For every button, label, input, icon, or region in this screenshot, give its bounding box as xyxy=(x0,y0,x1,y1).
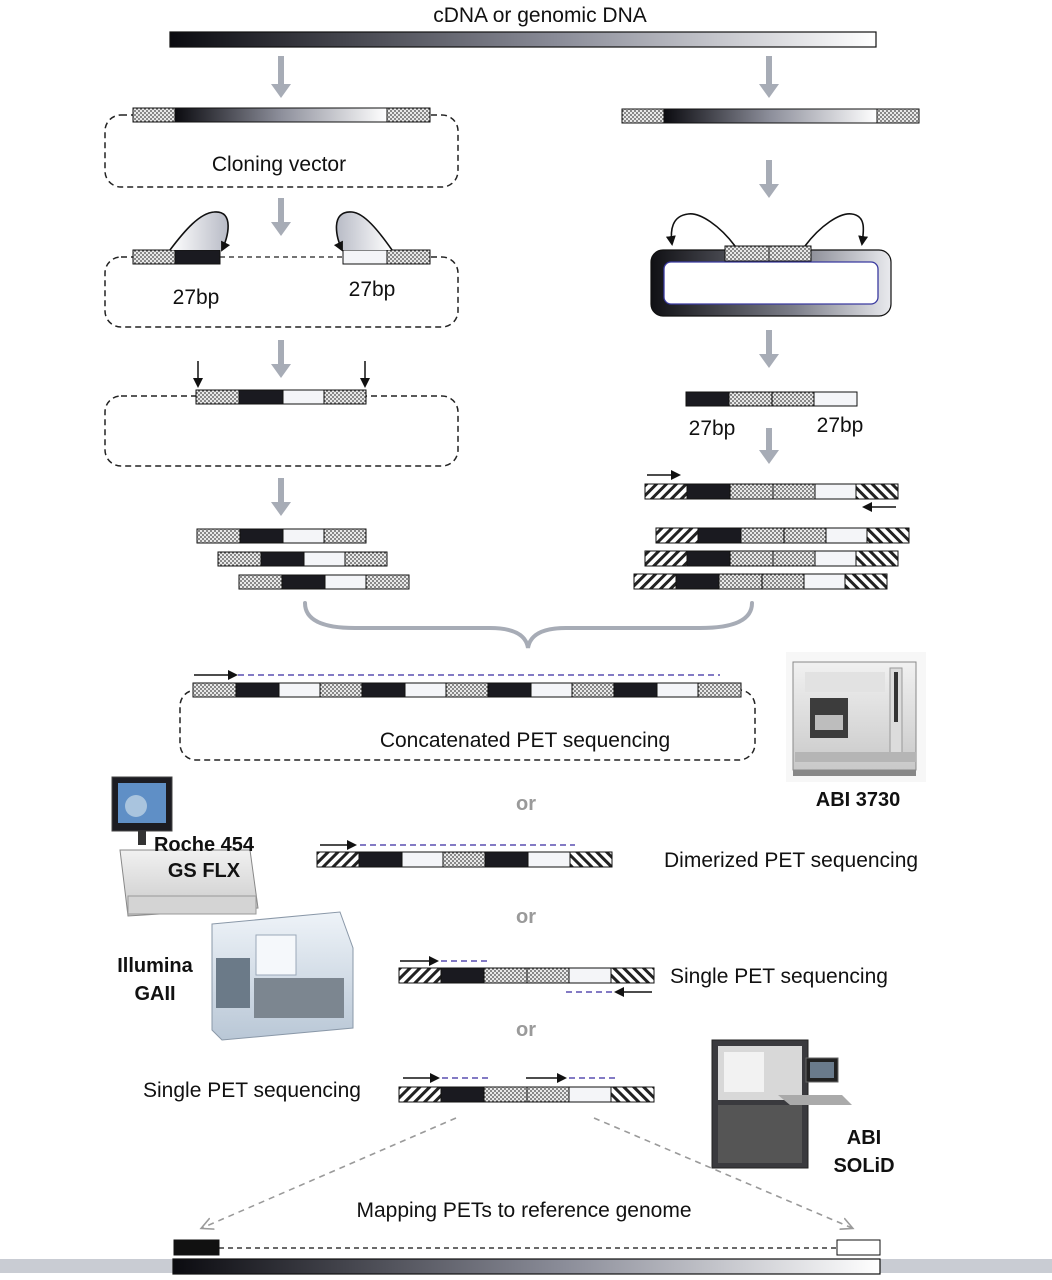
roche-454-instrument: Roche 454 GS FLX xyxy=(111,776,259,917)
mapped-tag-5prime xyxy=(173,1239,220,1256)
process-arrow xyxy=(759,428,779,464)
process-arrow xyxy=(271,56,291,98)
single-pet-label: Single PET sequencing xyxy=(143,1079,361,1102)
pet-fragment xyxy=(238,574,410,590)
reference-genome-bar xyxy=(172,1258,881,1275)
left-pet-fragments xyxy=(196,528,410,590)
tag-length-label: 27bp xyxy=(689,417,736,440)
pet-fragment xyxy=(196,528,367,544)
cut-site-step xyxy=(104,361,459,467)
or-separator: or xyxy=(516,793,536,815)
or-separator: or xyxy=(516,1019,536,1041)
mapping-arrow xyxy=(202,1117,457,1228)
merge-brace xyxy=(303,601,754,649)
abi-solid-instrument: ABI SOLiD xyxy=(711,1039,895,1177)
tag-length-label: 27bp xyxy=(173,286,220,309)
mapping-step: Mapping PETs to reference genome xyxy=(0,1117,1052,1275)
illumina-gaii-label: GAII xyxy=(134,983,175,1005)
right-adapter-pets xyxy=(633,470,910,590)
single-pet-step-illumina: Single PET sequencing xyxy=(398,956,888,997)
adapter-pet xyxy=(644,550,899,567)
mapping-arrow xyxy=(593,1117,852,1228)
mapping-label: Mapping PETs to reference genome xyxy=(356,1199,691,1222)
single-pet-bar xyxy=(398,1086,655,1103)
single-pet-label: Single PET sequencing xyxy=(670,965,888,988)
single-pet-bar xyxy=(398,967,655,984)
concatenated-pet-bar xyxy=(192,682,742,698)
roche-454-label: Roche 454 xyxy=(154,834,255,856)
roche-gsflx-label: GS FLX xyxy=(168,860,241,882)
cloning-vector-label: Cloning vector xyxy=(212,153,346,176)
dimerized-pet-step: Dimerized PET sequencing xyxy=(316,840,918,872)
process-arrow xyxy=(271,478,291,516)
abi-3730-label: ABI 3730 xyxy=(816,789,901,811)
process-arrow xyxy=(759,56,779,98)
abi-3730-instrument: ABI 3730 xyxy=(786,652,926,811)
adapter-pet xyxy=(633,573,888,590)
tag-length-label: 27bp xyxy=(817,414,864,437)
right-insert xyxy=(621,108,920,124)
circularized-construct xyxy=(650,213,892,317)
adapter-pet xyxy=(655,527,910,544)
illumina-gaii-instrument: Illumina GAII xyxy=(117,911,354,1041)
dimerized-pet-label: Dimerized PET sequencing xyxy=(664,849,918,872)
illumina-label: Illumina xyxy=(117,955,193,977)
concatenated-pet-label: Concatenated PET sequencing xyxy=(380,729,670,752)
right-pet: 27bp 27bp xyxy=(685,391,864,440)
adapter-pet xyxy=(644,483,899,500)
abi-solid-label-line1: ABI xyxy=(847,1127,881,1149)
genomic-dna-bar xyxy=(169,31,877,48)
dimerized-pet-bar xyxy=(316,851,613,868)
process-arrow xyxy=(271,198,291,236)
process-arrow xyxy=(759,330,779,368)
process-arrow xyxy=(271,340,291,378)
single-pet-step-solid: Single PET sequencing xyxy=(143,1073,655,1103)
pet-fragment xyxy=(217,551,388,567)
tag-length-label: 27bp xyxy=(349,278,396,301)
top-dna-label: cDNA or genomic DNA xyxy=(433,4,647,27)
or-separator: or xyxy=(516,906,536,928)
tag-extraction-step: 27bp 27bp xyxy=(104,211,459,328)
cloning-vector-step: Cloning vector xyxy=(104,107,459,188)
process-arrow xyxy=(759,160,779,198)
process-arrows xyxy=(271,56,779,516)
abi-solid-label-line2: SOLiD xyxy=(833,1155,894,1177)
mapped-tag-3prime xyxy=(836,1239,881,1256)
vector-outline xyxy=(104,114,459,188)
concatenated-pet-step: Concatenated PET sequencing xyxy=(179,670,756,761)
